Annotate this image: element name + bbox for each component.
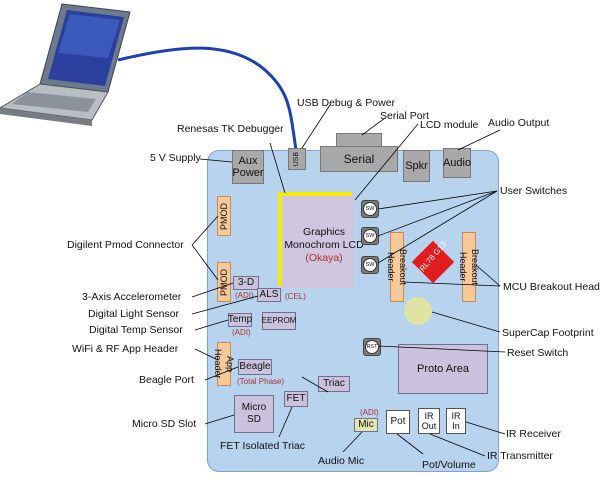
proto-area: Proto Area <box>398 344 488 394</box>
lcd-label: Graphics Monochrom LCD (Okaya) <box>284 226 364 264</box>
label-temp-sensor: Digital Temp Sensor <box>89 324 183 336</box>
als-maker: (CEL) <box>285 292 306 301</box>
audio-mic-component: Mic <box>354 418 378 432</box>
label-serial-port: Serial Port <box>380 110 430 122</box>
label-renesas-tk: Renesas TK Debugger <box>177 123 284 135</box>
beagle-maker: (Total Phase) <box>237 377 285 386</box>
mic-maker: (ADI) <box>360 408 379 417</box>
speaker: Spkr <box>403 150 430 182</box>
accelerometer-maker: (ADI) <box>235 291 254 300</box>
app-header: App Header <box>213 342 235 386</box>
label-supercap: SuperCap Footprint <box>502 327 594 339</box>
fet: FET <box>284 391 308 407</box>
label-micro-sd: Micro SD Slot <box>132 418 197 430</box>
als-chip: ALS <box>257 288 281 302</box>
label-5v-supply: 5 V Supply <box>150 152 201 164</box>
triac: Triac <box>318 376 350 392</box>
serial-connector-top <box>336 133 382 147</box>
label-wifi-rf: WiFi & RF App Header <box>72 343 179 355</box>
label-audio-output: Audio Output <box>488 117 550 129</box>
label-mcu-breakout: MCU Breakout Headers <box>503 281 600 293</box>
beagle-port: Beagle <box>238 359 272 375</box>
label-usb-debug-power: USB Debug & Power <box>297 97 396 109</box>
ir-out-component: IR Out <box>418 408 440 434</box>
supercap-footprint <box>404 297 432 325</box>
ir-in-component: IR In <box>446 408 466 434</box>
audio-jack: Audio <box>443 148 471 178</box>
label-lcd-module: LCD module <box>420 119 479 131</box>
label-light-sensor: Digital Light Sensor <box>88 308 180 320</box>
temp-chip: Temp <box>227 313 253 327</box>
label-audio-mic: Audio Mic <box>318 455 365 467</box>
serial-connector: Serial <box>320 146 398 172</box>
aux-power-connector: Aux Power <box>232 150 264 184</box>
label-digilent-pmod: Digilent Pmod Connector <box>67 239 184 251</box>
label-fet-triac: FET Isolated Triac <box>220 440 306 452</box>
pmod-connector-2: PMOD <box>217 262 231 302</box>
laptop-illustration <box>0 3 131 126</box>
lcd-frame <box>278 192 352 286</box>
label-reset-switch: Reset Switch <box>507 347 569 359</box>
temp-maker: (ADI) <box>232 328 251 337</box>
pot-volume-component[interactable]: Pot <box>386 410 410 434</box>
micro-sd-slot: Micro SD <box>234 395 274 433</box>
reset-switch[interactable]: RST <box>363 338 381 356</box>
label-user-switches: User Switches <box>500 185 568 197</box>
user-switch-3[interactable]: SW <box>361 256 379 274</box>
eeprom-chip: EEPROM <box>262 312 296 330</box>
label-pot-volume: Pot/Volume <box>422 459 476 471</box>
label-ir-transmitter: IR Transmitter <box>487 450 553 462</box>
label-ir-receiver: IR Receiver <box>506 428 561 440</box>
label-beagle-port: Beagle Port <box>139 374 194 386</box>
label-accelerometer: 3-Axis Accelerometer <box>82 291 182 303</box>
lcd-module <box>278 192 354 288</box>
usb-connector: USB <box>288 148 306 170</box>
accelerometer-chip: 3-D <box>233 276 259 290</box>
